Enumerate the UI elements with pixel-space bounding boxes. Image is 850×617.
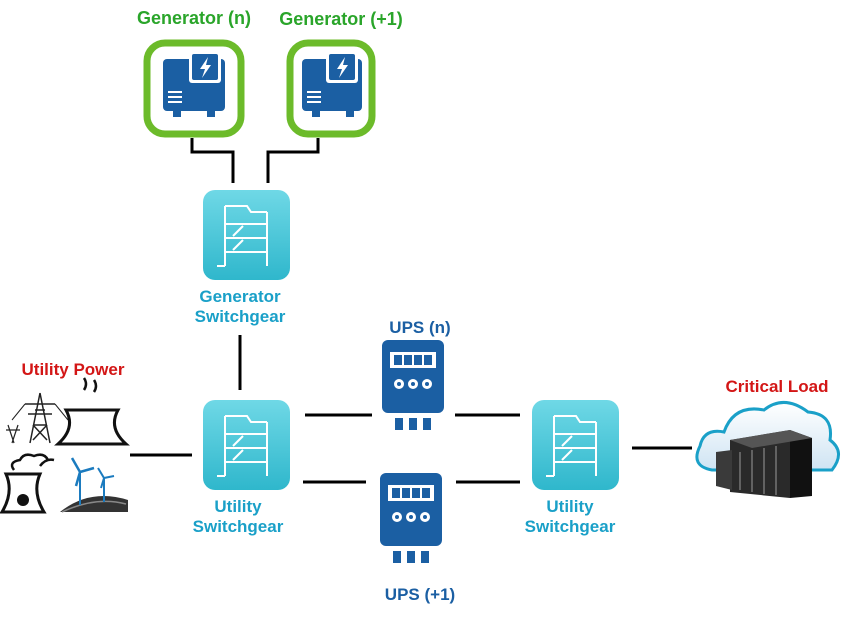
- utility-switchgear-left-line2: Switchgear: [192, 516, 284, 536]
- utility-switchgear-left-line1: Utility: [214, 497, 262, 516]
- ups-plus1-label: UPS (+1): [384, 585, 456, 604]
- transmission-tower-icon: [6, 392, 69, 444]
- utility-power-label: Utility Power: [21, 360, 125, 379]
- connector-lines: [130, 138, 692, 484]
- generator-switchgear-icon: [203, 190, 290, 280]
- utility-switchgear-left-icon: [203, 400, 290, 490]
- utility-switchgear-right-label: Utility Switchgear: [500, 497, 640, 536]
- utility-switchgear-right-line1: Utility: [546, 497, 594, 516]
- ups-n-icon: [382, 340, 444, 430]
- line-generator-plus1-to-switchgear: [266, 138, 320, 183]
- critical-load-label: Critical Load: [725, 377, 829, 396]
- wind-turbines-icon: [60, 457, 128, 513]
- generator-plus1-label: Generator (+1): [279, 9, 403, 29]
- utility-switchgear-right-line2: Switchgear: [524, 516, 616, 536]
- datacenter-cloud-icon: [695, 401, 840, 498]
- generator-switchgear-label: Generator Switchgear: [170, 287, 310, 326]
- ups-n-label: UPS (n): [389, 318, 451, 337]
- generator-switchgear-label-line1: Generator: [199, 287, 281, 306]
- generator-n-label: Generator (n): [136, 8, 251, 28]
- generator-switchgear-label-line2: Switchgear: [194, 306, 286, 326]
- generator-plus1-icon: [286, 39, 376, 138]
- server-rack-icon: [716, 430, 812, 498]
- line-generator-n-to-switchgear: [190, 138, 235, 183]
- generator-n-icon: [143, 39, 245, 138]
- utility-switchgear-left-label: Utility Switchgear: [168, 497, 308, 536]
- utility-switchgear-right-icon: [532, 400, 619, 490]
- power-plant-icons: [0, 377, 130, 514]
- nuclear-plant-icon: [0, 453, 55, 514]
- cooling-tower-icon: [54, 377, 130, 446]
- ups-plus1-icon: [380, 473, 442, 563]
